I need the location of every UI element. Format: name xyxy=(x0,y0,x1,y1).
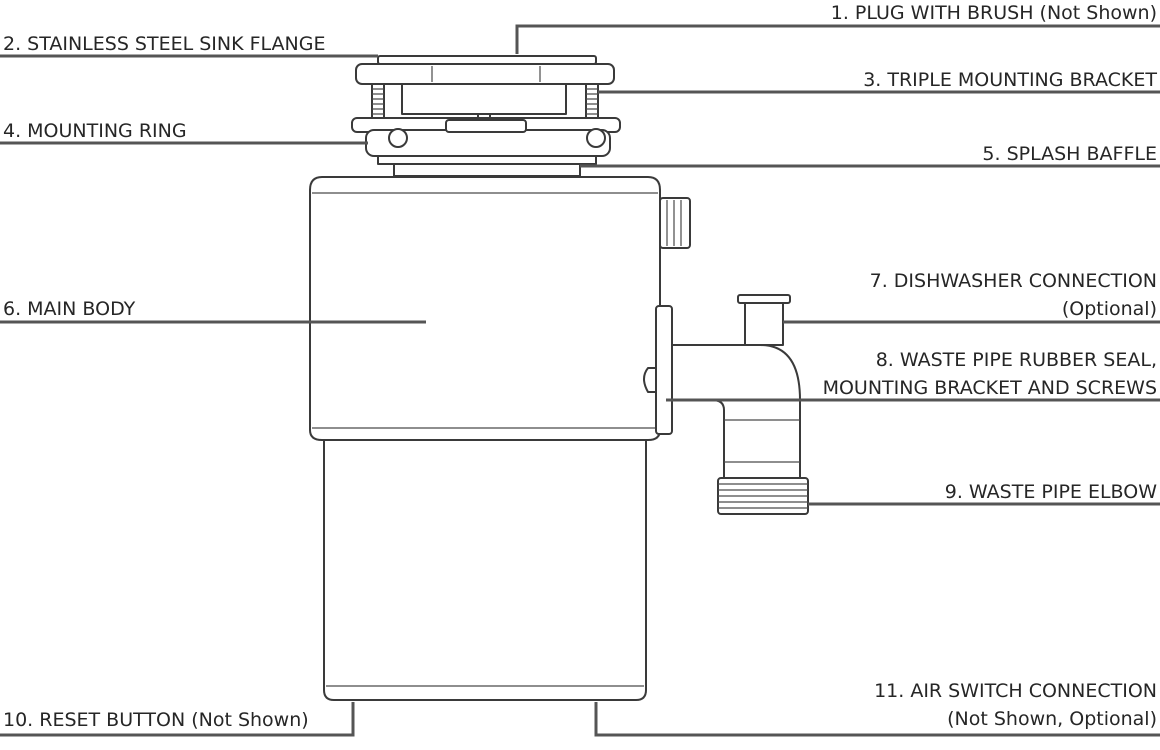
label-main-body: 6. MAIN BODY xyxy=(3,298,136,320)
label-waste-pipe-seal-line2: MOUNTING BRACKET AND SCREWS xyxy=(823,377,1157,399)
label-sink-flange: 2. STAINLESS STEEL SINK FLANGE xyxy=(3,33,326,55)
mounting-ring-shape xyxy=(351,117,621,177)
part-labels: 1. PLUG WITH BRUSH (Not Shown) 2. STAINL… xyxy=(3,2,1157,731)
leader-1 xyxy=(515,24,1160,54)
label-plug-with-brush: 1. PLUG WITH BRUSH (Not Shown) xyxy=(831,2,1157,24)
mounting-bolts-shape xyxy=(371,83,599,121)
label-mounting-ring: 4. MOUNTING RING xyxy=(3,120,187,142)
motor-housing-shape xyxy=(323,439,647,701)
main-body-shape xyxy=(309,176,691,441)
label-waste-pipe-elbow: 9. WASTE PIPE ELBOW xyxy=(945,481,1157,503)
label-reset-button: 10. RESET BUTTON (Not Shown) xyxy=(3,709,309,731)
label-triple-mounting-bracket: 3. TRIPLE MOUNTING BRACKET xyxy=(863,69,1157,91)
label-waste-pipe-seal: 8. WASTE PIPE RUBBER SEAL, xyxy=(876,349,1157,371)
label-air-switch-optional: (Not Shown, Optional) xyxy=(947,708,1157,730)
leader-10 xyxy=(0,702,355,737)
label-air-switch-connection: 11. AIR SWITCH CONNECTION xyxy=(874,680,1157,702)
label-dishwasher-optional: (Optional) xyxy=(1062,298,1157,320)
disposer-illustration-icon xyxy=(309,55,809,701)
sink-flange-shape xyxy=(355,55,615,85)
leader-lines xyxy=(0,24,1160,737)
waste-elbow-shape xyxy=(671,294,809,515)
label-splash-baffle: 5. SPLASH BAFFLE xyxy=(982,143,1157,165)
label-dishwasher-connection: 7. DISHWASHER CONNECTION xyxy=(870,270,1157,292)
leader-11 xyxy=(594,702,1160,737)
